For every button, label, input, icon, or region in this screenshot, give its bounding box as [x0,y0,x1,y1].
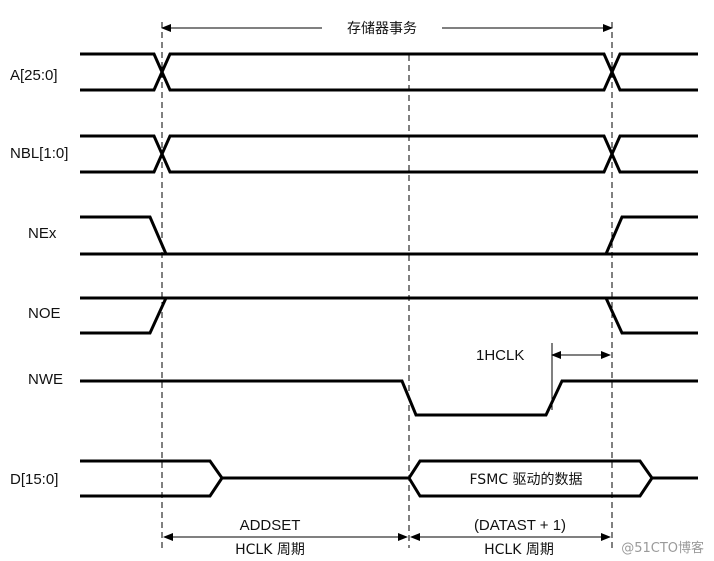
nwe-waveform [80,379,698,417]
datast-cycles-label: HCLK 周期 [484,542,554,558]
watermark: @51CTO博客 [621,540,704,556]
datast-span: (DATAST + 1) HCLK 周期 [410,517,611,559]
hclk-annotation: 1HCLK [476,343,611,410]
reference-lines [161,22,613,548]
nbl-waveform [80,134,698,174]
addset-cycles-label: HCLK 周期 [235,542,305,558]
data-driven-label: FSMC 驱动的数据 [470,472,583,488]
data-waveform: FSMC 驱动的数据 [80,459,698,498]
addset-span: ADDSET HCLK 周期 [163,517,408,559]
signal-label-nex: NEx [28,225,57,242]
address-waveform [80,52,698,92]
diagram-title: 存储器事务 [347,21,417,37]
signal-label-address: A[25:0] [10,67,58,84]
hclk-label: 1HCLK [476,347,524,364]
addset-label: ADDSET [240,517,301,534]
signal-label-nbl: NBL[1:0] [10,145,68,162]
signal-label-data: D[15:0] [10,471,58,488]
memory-transaction-span: 存储器事务 [161,14,613,37]
signal-label-noe: NOE [28,305,61,322]
noe-waveform [80,296,698,335]
nex-waveform [80,215,698,256]
datast-label: (DATAST + 1) [474,517,566,534]
signal-label-nwe: NWE [28,371,63,388]
